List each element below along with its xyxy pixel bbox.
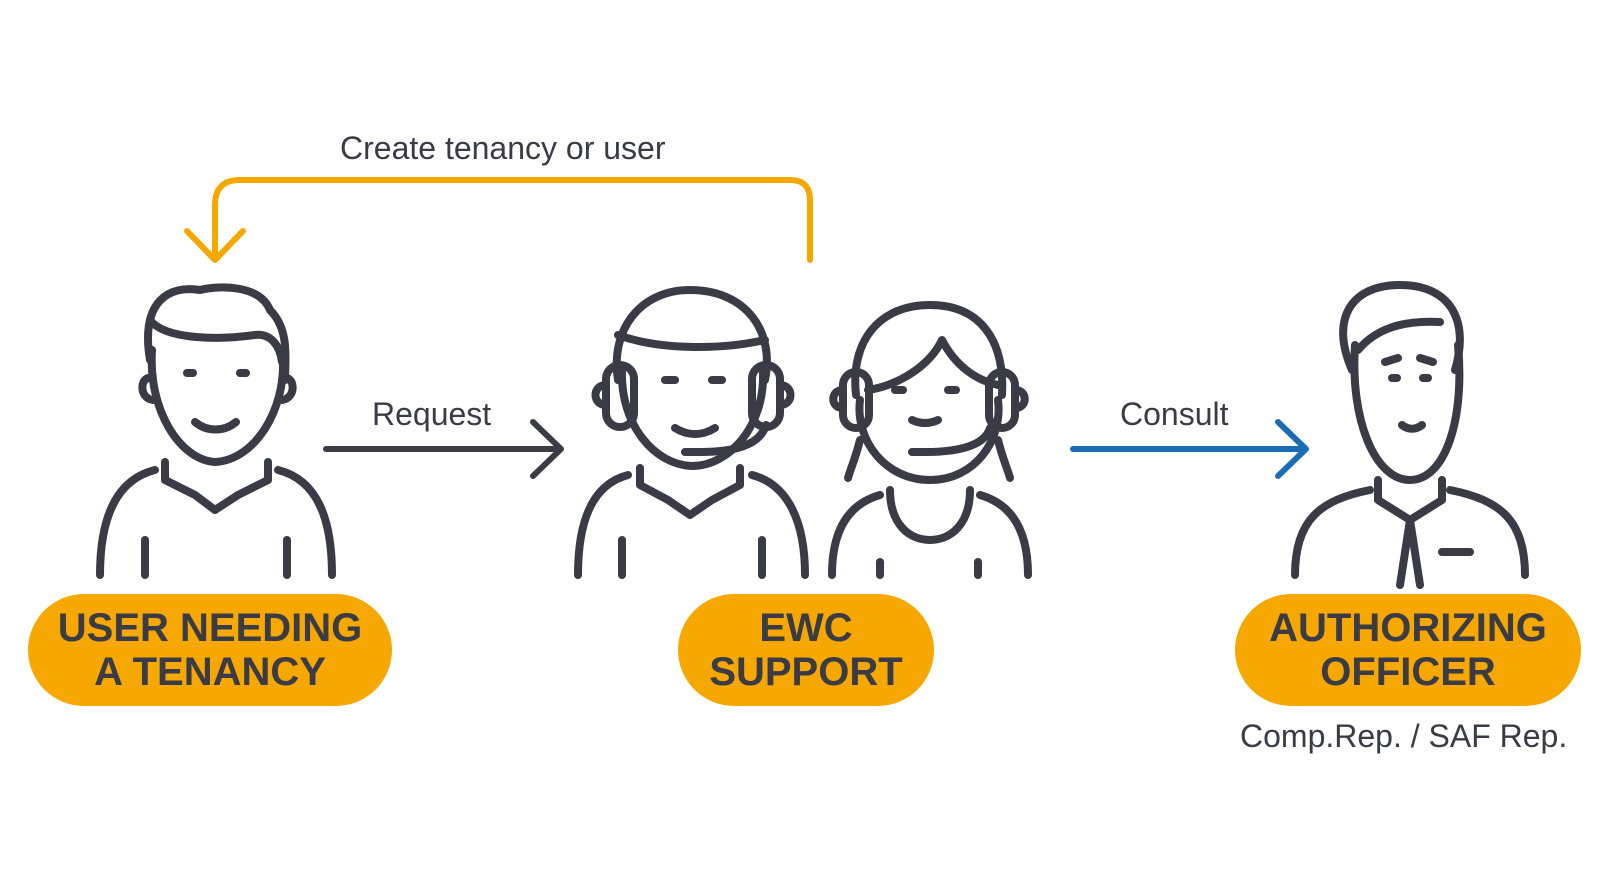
businessman-icon	[1291, 281, 1529, 589]
request-label: Request	[372, 396, 492, 432]
request-arrow	[323, 419, 564, 479]
support-label-line1: EWC	[759, 606, 853, 650]
authorizing-officer-badge: AUTHORIZING OFFICER	[1235, 594, 1581, 706]
ewc-support-badge: EWC SUPPORT	[678, 594, 934, 706]
consult-label: Consult	[1120, 396, 1229, 432]
create-arrow	[184, 177, 813, 263]
consult-arrow	[1070, 419, 1309, 479]
headset-agents-icon	[574, 286, 809, 579]
create-tenancy-label: Create tenancy or user	[340, 130, 666, 166]
user-label-line2: A TENANCY	[94, 650, 326, 694]
support-label-line2: SUPPORT	[709, 650, 903, 694]
user-needing-tenancy-badge: USER NEEDING A TENANCY	[28, 594, 392, 706]
officer-subtitle: Comp.Rep. / SAF Rep.	[1240, 718, 1568, 754]
headset-female-agent-icon	[828, 301, 1032, 579]
user-label-line1: USER NEEDING	[57, 606, 363, 650]
person-icon	[96, 283, 336, 579]
officer-label-line2: OFFICER	[1320, 650, 1496, 694]
officer-label-line1: AUTHORIZING	[1269, 606, 1547, 650]
